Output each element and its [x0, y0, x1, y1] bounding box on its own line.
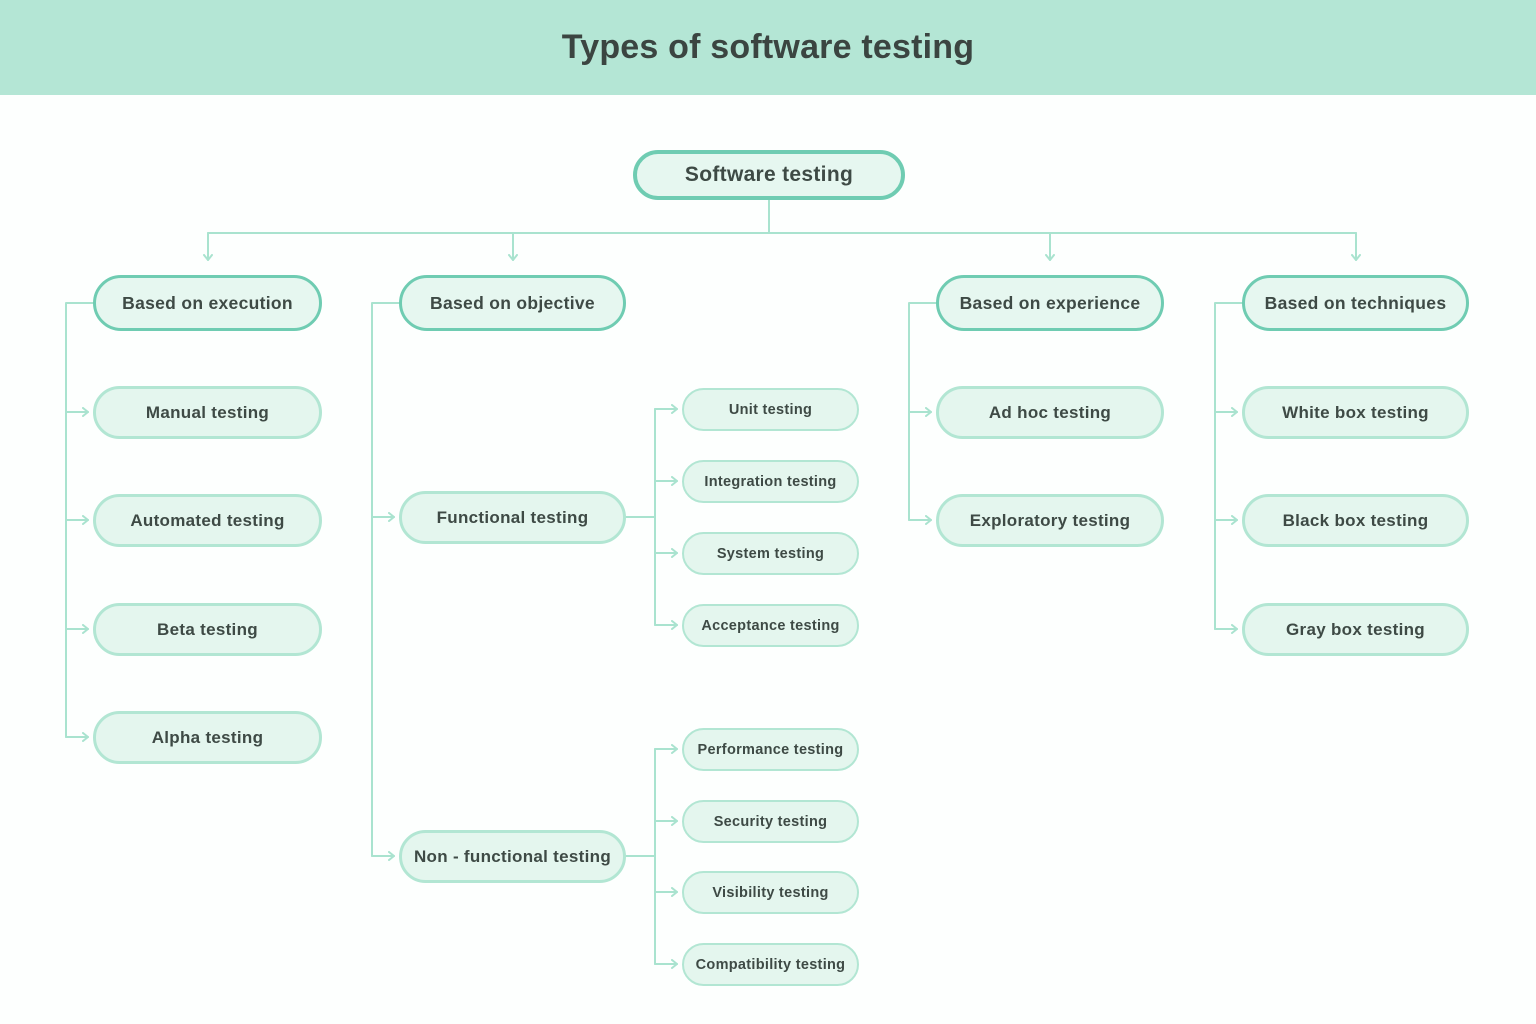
node-manual-testing: Manual testing	[93, 386, 322, 439]
node-unit-testing: Unit testing	[682, 388, 859, 431]
node-automated-testing: Automated testing	[93, 494, 322, 547]
node-exploratory-testing: Exploratory testing	[936, 494, 1164, 547]
node-functional-testing: Functional testing	[399, 491, 626, 544]
node-based-on-experience: Based on experience	[936, 275, 1164, 331]
node-integration-testing: Integration testing	[682, 460, 859, 503]
node-performance-testing: Performance testing	[682, 728, 859, 771]
title-banner: Types of software testing	[0, 0, 1536, 95]
node-gray-box-testing: Gray box testing	[1242, 603, 1469, 656]
node-based-on-execution: Based on execution	[93, 275, 322, 331]
node-ad-hoc-testing: Ad hoc testing	[936, 386, 1164, 439]
node-based-on-techniques: Based on techniques	[1242, 275, 1469, 331]
node-security-testing: Security testing	[682, 800, 859, 843]
node-white-box-testing: White box testing	[1242, 386, 1469, 439]
node-non-functional-testing: Non - functional testing	[399, 830, 626, 883]
node-beta-testing: Beta testing	[93, 603, 322, 656]
node-system-testing: System testing	[682, 532, 859, 575]
page-title: Types of software testing	[561, 28, 975, 66]
node-based-on-objective: Based on objective	[399, 275, 626, 331]
node-alpha-testing: Alpha testing	[93, 711, 322, 764]
node-software-testing: Software testing	[633, 150, 905, 200]
node-visibility-testing: Visibility testing	[682, 871, 859, 914]
node-black-box-testing: Black box testing	[1242, 494, 1469, 547]
node-acceptance-testing: Acceptance testing	[682, 604, 859, 647]
node-compatibility-testing: Compatibility testing	[682, 943, 859, 986]
